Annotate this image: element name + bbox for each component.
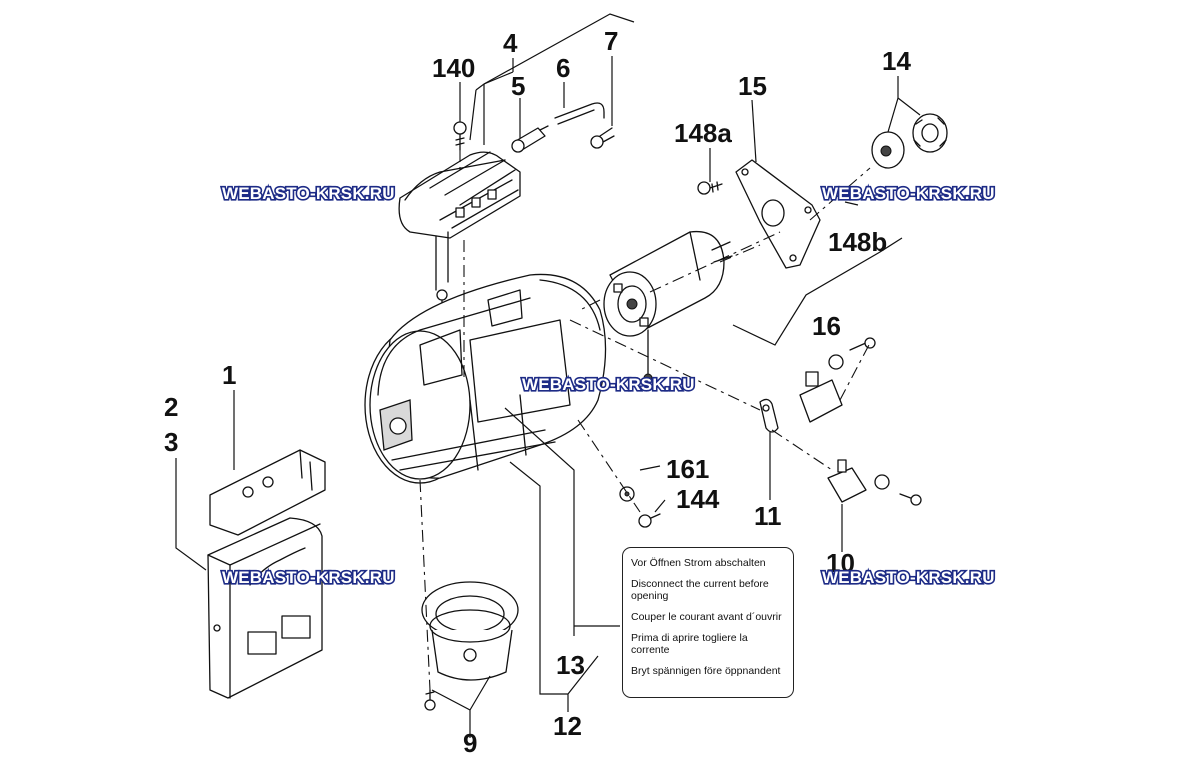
callout-148a: 148a (674, 118, 732, 148)
warning-line-sv: Bryt spännigen före öppnandent (631, 665, 781, 677)
watermark-center: WEBASTO-KRSK.RU (522, 375, 695, 394)
warning-line-de: Vor Öffnen Strom abschalten (631, 557, 766, 569)
warning-line-it: Prima di aprire togliere la corrente (631, 632, 748, 656)
callout-13: 13 (556, 650, 585, 680)
watermark-top-left: WEBASTO-KRSK.RU (222, 184, 395, 203)
callout-2: 2 (164, 392, 178, 422)
part-6-hose (554, 102, 605, 125)
watermarks: WEBASTO-KRSK.RU WEBASTO-KRSK.RU WEBASTO-… (220, 182, 996, 588)
callout-140: 140 (432, 53, 475, 83)
watermark-top-right: WEBASTO-KRSK.RU (822, 184, 995, 203)
callout-3: 3 (164, 427, 178, 457)
part-11-clip (759, 398, 779, 433)
part-140-screw (453, 121, 467, 151)
warning-line-fr: Couper le courant avant d´ouvrir (631, 611, 782, 623)
callout-12: 12 (553, 711, 582, 741)
part-1-mounting-bracket (209, 449, 326, 536)
callout-6: 6 (556, 53, 570, 83)
watermark-bottom-right: WEBASTO-KRSK.RU (822, 568, 995, 587)
callout-161: 161 (666, 454, 709, 484)
assembly-lines (419, 150, 871, 691)
part-14-impeller (871, 113, 948, 169)
part-housing (364, 273, 607, 484)
part-10-relay (827, 459, 922, 506)
part-15-bracket (735, 159, 821, 269)
part-144-screw (638, 513, 661, 528)
part-2-3-control-unit (207, 517, 323, 699)
callout-5: 5 (511, 71, 525, 101)
callout-7: 7 (604, 26, 618, 56)
callout-144: 144 (676, 484, 720, 514)
warning-line-en: Disconnect the current before opening (631, 578, 769, 602)
part-relay-upper (799, 337, 876, 423)
callouts: 140 4 5 6 7 148a 15 14 148b 16 1 2 3 161… (164, 26, 911, 758)
callout-11: 11 (754, 501, 782, 531)
callout-1: 1 (222, 360, 236, 390)
callout-9: 9 (463, 728, 477, 758)
part-161-washer (619, 486, 635, 502)
callout-148b: 148b (828, 227, 887, 257)
callout-16: 16 (812, 311, 841, 341)
part-5-spark-plug (511, 125, 549, 153)
watermark-bottom-left: WEBASTO-KRSK.RU (222, 568, 395, 587)
part-4-coil-assembly (398, 151, 521, 313)
callout-15: 15 (738, 71, 767, 101)
callout-4: 4 (503, 28, 518, 58)
part-9-burner-cup (421, 581, 519, 681)
part-16-motor (603, 230, 733, 383)
leader-lines (175, 13, 921, 738)
callout-14: 14 (882, 46, 911, 76)
part-7-connector (590, 127, 615, 149)
callout-10: 10 (826, 548, 855, 578)
part-148a-screw (697, 181, 723, 195)
warning-label: Vor Öffnen Strom abschalten Disconnect t… (622, 547, 794, 698)
part-9-screw (424, 689, 436, 711)
